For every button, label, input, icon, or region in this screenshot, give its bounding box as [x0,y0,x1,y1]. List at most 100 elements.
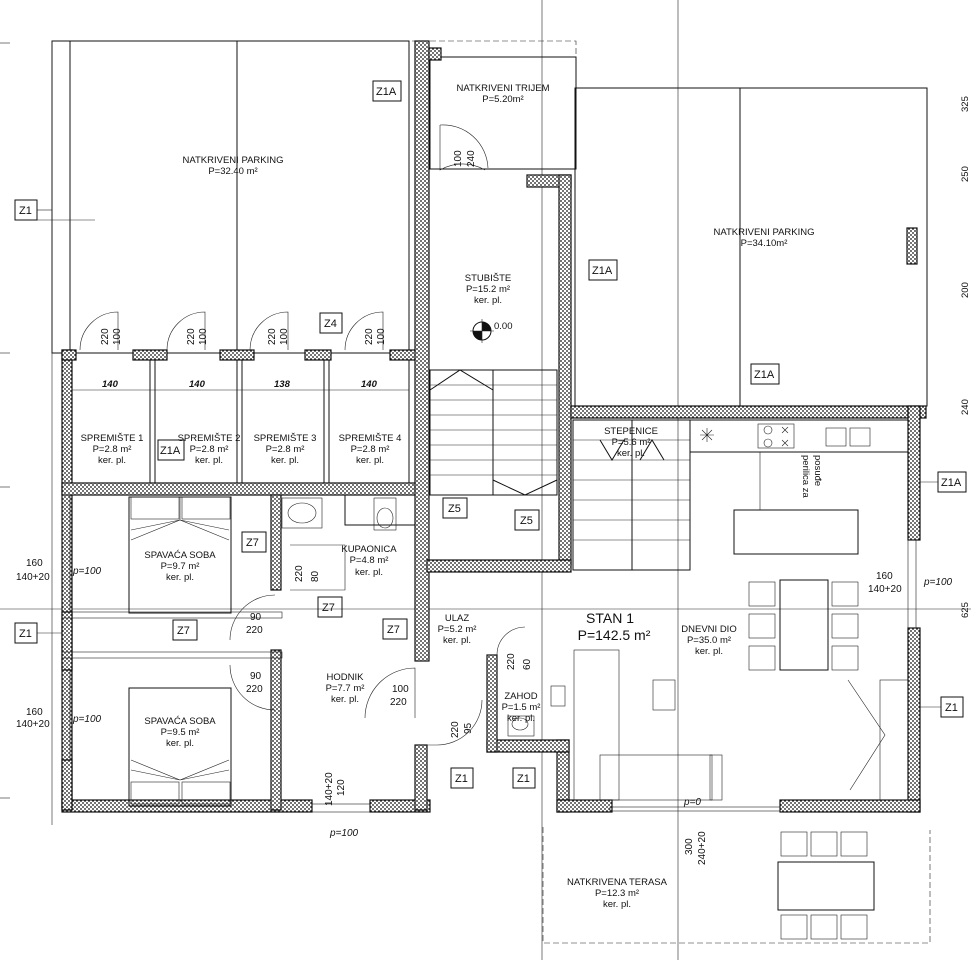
svg-text:140+20: 140+20 [16,572,50,583]
trijem-area: P=5.20m² [482,94,523,105]
tag-z1a: Z1A [754,369,775,381]
svg-text:220: 220 [506,653,517,670]
hodnik-floor: ker. pl. [331,694,359,705]
svg-text:220: 220 [390,697,407,708]
stepenice-name: STEPENICE [604,426,658,437]
spremiste-1-floor: ker. pl. [98,455,126,466]
svg-text:60: 60 [522,658,533,670]
beds [128,496,232,807]
svg-text:220: 220 [100,328,111,345]
kupaonica-floor: ker. pl. [355,567,383,578]
svg-text:138: 138 [274,379,291,390]
spremiste-2-name: SPREMIŠTE 2 [178,433,241,444]
svg-text:100: 100 [198,328,209,345]
tag-z7: Z7 [246,537,259,549]
zahod-floor: ker. pl. [507,713,535,724]
tag-z7: Z7 [387,624,400,636]
spavaca-2-area: P=9.5 m² [161,727,200,738]
door-swings [79,124,526,746]
tag-z1: Z1 [19,205,32,217]
left-parking-structure [30,40,410,825]
svg-text:220: 220 [186,328,197,345]
dnevni-area: P=35.0 m² [687,635,731,646]
spremiste-1-area: P=2.8 m² [93,444,132,455]
svg-text:140+20: 140+20 [324,772,335,806]
ulaz-area: P=5.2 m² [438,624,477,635]
tag-z1: Z1 [517,773,530,785]
svg-text:140: 140 [361,379,378,390]
kitchen [689,419,909,555]
svg-text:p=100: p=100 [923,577,953,588]
svg-text:95: 95 [463,722,474,734]
dimensions: 100 220 100 220 100 220 100 220 100 240 … [16,150,953,865]
dnevni-name: DNEVNI DIO [681,624,736,635]
svg-text:160: 160 [876,571,893,582]
svg-text:p=100: p=100 [72,566,102,577]
stairs-stubiste [429,369,558,496]
tag-z7: Z7 [322,602,335,614]
svg-text:200: 200 [960,282,971,298]
kupaonica-name: KUPAONICA [341,544,397,555]
stepenice-area: P=5.6 m² [612,437,651,448]
dishwasher-label-1: perilica za [800,455,811,498]
spavaca-2-name: SPAVAĆA SOBA [144,716,216,727]
svg-text:90: 90 [250,612,262,623]
windows-left [61,494,917,813]
svg-text:140: 140 [189,379,206,390]
tag-z1: Z1 [19,628,32,640]
svg-text:p=0: p=0 [683,797,701,808]
stepenice-floor: ker. pl. [617,448,645,459]
parking-left-name: NATKRIVENI PARKING [183,155,284,166]
stubiste-floor: ker. pl. [474,295,502,306]
stubiste-area: P=15.2 m² [466,284,510,295]
terrace-furniture [777,831,875,940]
tag-z4: Z4 [324,318,337,330]
trijem-name: NATKRIVENI TRIJEM [456,83,549,94]
tag-z1a: Z1A [160,445,181,457]
tag-z1: Z1 [455,773,468,785]
svg-text:160: 160 [26,558,43,569]
elevation-label: 0.00 [494,321,513,332]
spavaca-1-floor: ker. pl. [166,572,194,583]
svg-text:90: 90 [250,671,262,682]
svg-text:100: 100 [112,328,123,345]
svg-text:p=100: p=100 [329,828,359,839]
svg-text:140+20: 140+20 [868,584,902,595]
svg-text:100: 100 [376,328,387,345]
dining-set [748,579,909,801]
room-labels: NATKRIVENI PARKING P=32.40 m² NATKRIVENI… [81,83,815,910]
spremiste-3-area: P=2.8 m² [266,444,305,455]
kupaonica-area: P=4.8 m² [350,555,389,566]
terasa-area: P=12.3 m² [595,888,639,899]
zahod-area: P=1.5 m² [502,702,541,713]
storage-dividers [72,360,410,483]
spremiste-2-area: P=2.8 m² [190,444,229,455]
dnevni-floor: ker. pl. [695,646,723,657]
hodnik-area: P=7.7 m² [326,683,365,694]
terasa-floor: ker. pl. [603,899,631,910]
tag-z5: Z5 [448,503,461,515]
spremiste-4-floor: ker. pl. [356,455,384,466]
walls [61,40,927,813]
elevation-marker: 0.00 [470,319,513,343]
svg-text:160: 160 [26,707,43,718]
parking-right-area: P=34.10m² [741,238,788,249]
trijem-structure [429,56,577,170]
svg-text:100: 100 [392,684,409,695]
spremiste-3-floor: ker. pl. [271,455,299,466]
svg-text:100: 100 [453,150,464,167]
svg-text:220: 220 [364,328,375,345]
svg-text:240+20: 240+20 [697,831,708,865]
tag-z1a: Z1A [941,477,962,489]
svg-text:140+20: 140+20 [16,719,50,730]
apartment-name: STAN 1 [586,610,634,626]
svg-text:120: 120 [336,779,347,796]
bathroom-fixtures [281,497,566,737]
terasa-name: NATKRIVENA TERASA [567,877,668,888]
spavaca-1-name: SPAVAĆA SOBA [144,550,216,561]
zahod-name: ZAHOD [504,691,537,702]
tag-z1a: Z1A [592,265,613,277]
spremiste-4-name: SPREMIŠTE 4 [339,433,402,444]
dishwasher-label-2: posuđe [812,455,823,486]
